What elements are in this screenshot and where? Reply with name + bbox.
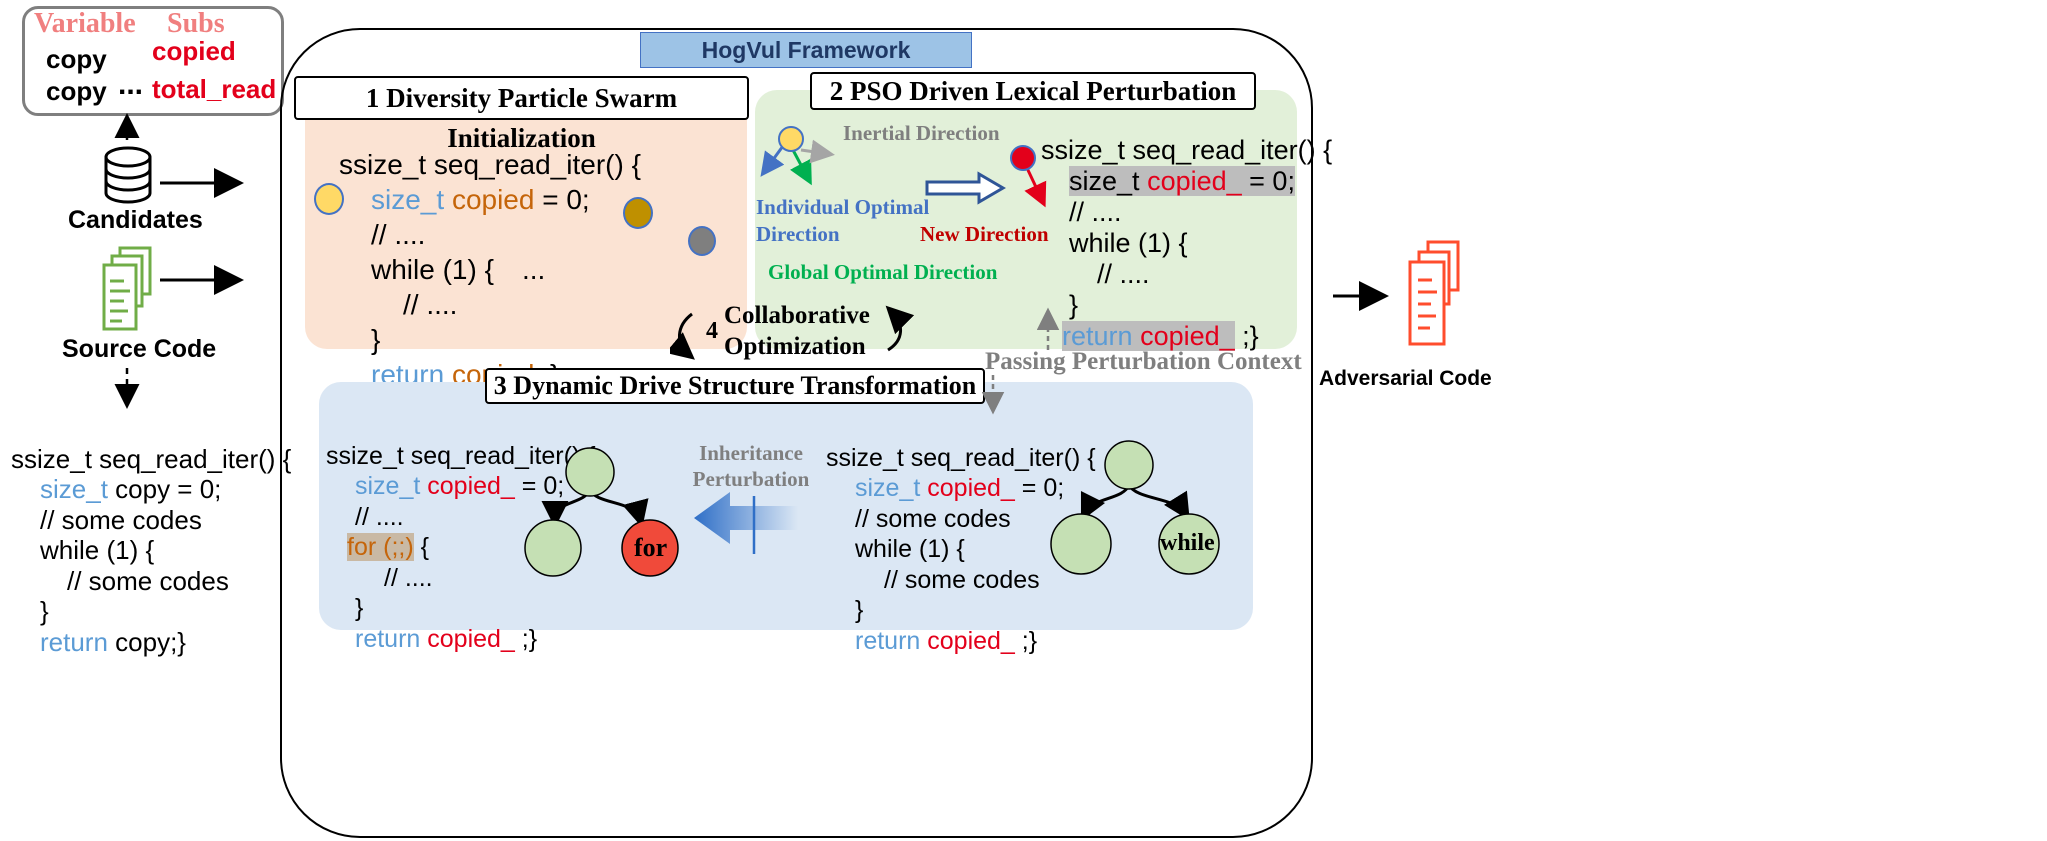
- tree-original: [1050, 440, 1220, 575]
- subs-header: Subs: [167, 8, 225, 39]
- left-connectors: [102, 113, 244, 409]
- new-direction-label: New Direction: [920, 222, 1049, 246]
- output-connector: [1333, 240, 1460, 346]
- adversarial-documents-icon: [1408, 240, 1460, 346]
- tree2-root-node: [1104, 440, 1154, 490]
- step3-title: 3 Dynamic Drive Structure Transformation: [485, 368, 985, 404]
- step4-number: 4: [706, 318, 718, 344]
- variable-copy-1: copy: [46, 44, 107, 74]
- variable-header: Variable: [34, 8, 136, 39]
- step3-right-code: ssize_t seq_read_iter() {size_t copied_ …: [826, 443, 1096, 655]
- passing-context-label: Passing Perturbation Context: [985, 348, 1302, 375]
- source-documents-icon: [102, 246, 152, 331]
- global-direction-label: Global Optimal Direction: [768, 260, 998, 284]
- candidates-table: [22, 6, 284, 116]
- while-node-label: while: [1160, 530, 1215, 556]
- ellipsis: ...: [118, 68, 144, 101]
- tree-left-node: [524, 519, 582, 577]
- inertial-direction-label: Inertial Direction: [843, 121, 1000, 145]
- step3-left-code: ssize_t seq_read_iter() {size_t copied_ …: [326, 441, 596, 653]
- particle-gold: [623, 197, 653, 229]
- step1-panel: [305, 95, 747, 349]
- for-node-label: for: [634, 533, 668, 562]
- passing-context-arrows: [981, 307, 1060, 415]
- sub-copied: copied: [152, 36, 236, 66]
- tree2-left-node: [1050, 513, 1112, 575]
- step4-arrows: [670, 305, 915, 360]
- transition-arrow: [925, 171, 1006, 205]
- step2-code: ssize_t seq_read_iter() {size_t copied_ …: [1041, 135, 1333, 351]
- adversarial-code-label: Adversarial Code: [1319, 367, 1492, 390]
- step1-title: 1 Diversity Particle Swarm Initializatio…: [294, 76, 749, 153]
- individual-direction-label: Individual Optimal Direction: [756, 195, 930, 246]
- particle-current: [778, 126, 804, 152]
- particle-new: [1010, 145, 1036, 171]
- tree2-while-node: [1158, 513, 1220, 575]
- step4-label-line2: Optimization: [724, 333, 866, 360]
- framework-title: HogVul Framework: [640, 32, 972, 68]
- particle-gray: [688, 226, 716, 256]
- candidates-label: Candidates: [68, 206, 203, 234]
- inheritance-arrow: [694, 492, 798, 554]
- inheritance-label: Inheritance Perturbation: [692, 441, 810, 491]
- pso-direction-diagram: [760, 126, 1047, 208]
- step2-panel: [755, 90, 1297, 349]
- tree-transformed: [524, 447, 679, 577]
- sub-total-read: total_read: [152, 74, 277, 104]
- framework-frame: [280, 28, 1313, 838]
- step4-label-line1: Collaborative: [724, 302, 870, 329]
- tree-for-node: [621, 519, 679, 577]
- variable-copy-2: copy: [46, 76, 107, 106]
- source-code-label: Source Code: [62, 335, 217, 363]
- particle-yellow: [314, 183, 344, 215]
- source-code-block: ssize_t seq_read_iter() {size_t copy = 0…: [11, 443, 292, 657]
- tree-root-node: [565, 447, 615, 497]
- step2-title: 2 PSO Driven Lexical Perturbation: [810, 72, 1256, 110]
- database-icon: [104, 146, 152, 204]
